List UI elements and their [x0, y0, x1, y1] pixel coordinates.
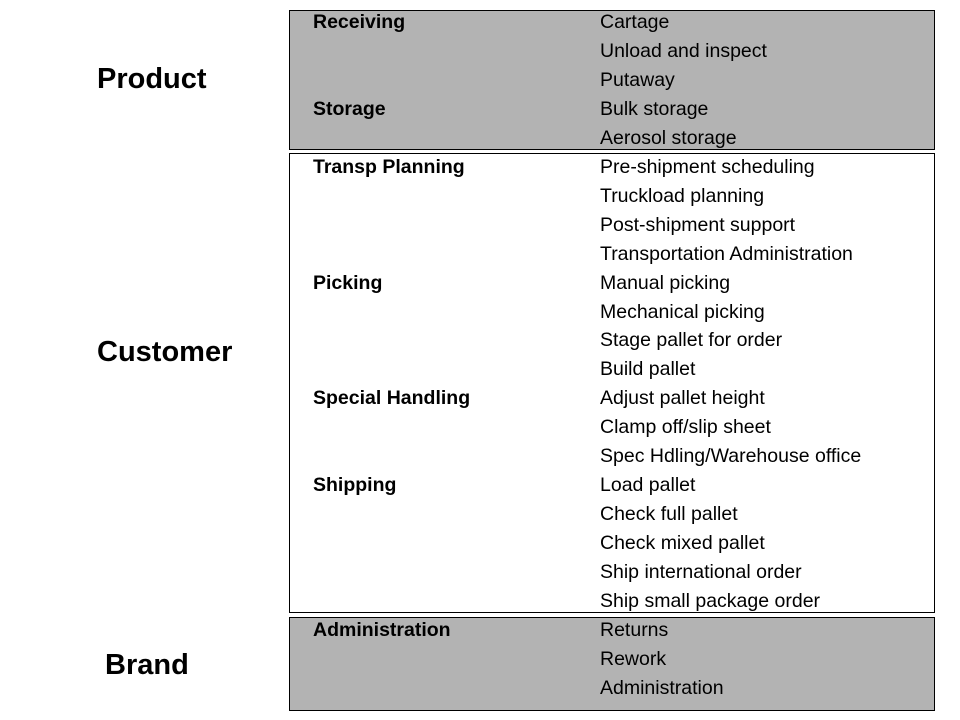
- table-row: Spec Hdling/Warehouse office: [313, 442, 933, 471]
- activity-label: Pre-shipment scheduling: [600, 156, 815, 178]
- table-row: Transp Planning Pre-shipment scheduling: [313, 153, 933, 182]
- activity-label: Transportation Administration: [600, 242, 853, 265]
- category-label: Transp Planning: [313, 156, 465, 178]
- activity-label: Returns: [600, 619, 669, 641]
- table-row: Administration: [313, 674, 933, 703]
- activity-label: Clamp off/slip sheet: [600, 416, 771, 439]
- activity-label: Stage pallet for order: [600, 329, 783, 352]
- table-row: Putaway: [313, 66, 933, 95]
- category-label: Administration: [313, 619, 451, 641]
- product-group-box: [289, 10, 935, 150]
- customer-group-box: [289, 153, 935, 613]
- table-row: Shipping Load pallet: [313, 471, 933, 500]
- activity-label: Aerosol storage: [600, 126, 737, 149]
- group-label-product: Product: [97, 63, 207, 95]
- activity-label: Build pallet: [600, 358, 696, 381]
- table-row: Stage pallet for order: [313, 326, 933, 355]
- category-label: Receiving: [313, 11, 406, 33]
- category-label: Storage: [313, 97, 386, 120]
- activity-label: Adjust pallet height: [600, 387, 765, 410]
- table-row: Storage Bulk storage: [313, 95, 933, 124]
- table-row: Mechanical picking: [313, 298, 933, 327]
- activity-label: Rework: [600, 647, 667, 670]
- table-row: Ship international order: [313, 558, 933, 587]
- table-row: Transportation Administration: [313, 240, 933, 269]
- table-row: Clamp off/slip sheet: [313, 413, 933, 442]
- activity-label: Manual picking: [600, 271, 731, 294]
- activity-label: Bulk storage: [600, 97, 709, 120]
- activity-label: Unload and inspect: [600, 39, 767, 62]
- table-row: Rework: [313, 645, 933, 674]
- activity-label: Administration: [600, 676, 724, 699]
- brand-group-box: [289, 617, 935, 711]
- group-label-customer: Customer: [97, 336, 233, 368]
- activity-label: Putaway: [600, 68, 675, 91]
- table-row: Aerosol storage: [313, 124, 933, 153]
- table-row: Special Handling Adjust pallet height: [313, 384, 933, 413]
- activity-label: Post-shipment support: [600, 213, 796, 236]
- activity-label: Check full pallet: [600, 502, 738, 525]
- activity-label: Ship international order: [600, 560, 802, 583]
- activity-label: Mechanical picking: [600, 300, 765, 323]
- category-label: Shipping: [313, 473, 397, 496]
- table-row: Check full pallet: [313, 500, 933, 529]
- activity-label: Check mixed pallet: [600, 531, 765, 554]
- table-row: Truckload planning: [313, 182, 933, 211]
- table-row: Administration Returns: [313, 616, 933, 645]
- group-label-brand: Brand: [105, 649, 189, 681]
- table-row: Picking Manual picking: [313, 269, 933, 298]
- table-row: Build pallet: [313, 355, 933, 384]
- table-row: Post-shipment support: [313, 211, 933, 240]
- activity-label: Ship small package order: [600, 589, 821, 612]
- activity-label: Cartage: [600, 11, 670, 33]
- table-row: Receiving Cartage: [313, 8, 933, 37]
- table-row: Check mixed pallet: [313, 529, 933, 558]
- category-label: Picking: [313, 271, 383, 294]
- activity-label: Truckload planning: [600, 184, 765, 207]
- activity-label: Spec Hdling/Warehouse office: [600, 445, 862, 467]
- table-row: Unload and inspect: [313, 37, 933, 66]
- activity-label: Load pallet: [600, 473, 696, 496]
- category-label: Special Handling: [313, 387, 471, 410]
- table-row: Ship small package order: [313, 587, 933, 616]
